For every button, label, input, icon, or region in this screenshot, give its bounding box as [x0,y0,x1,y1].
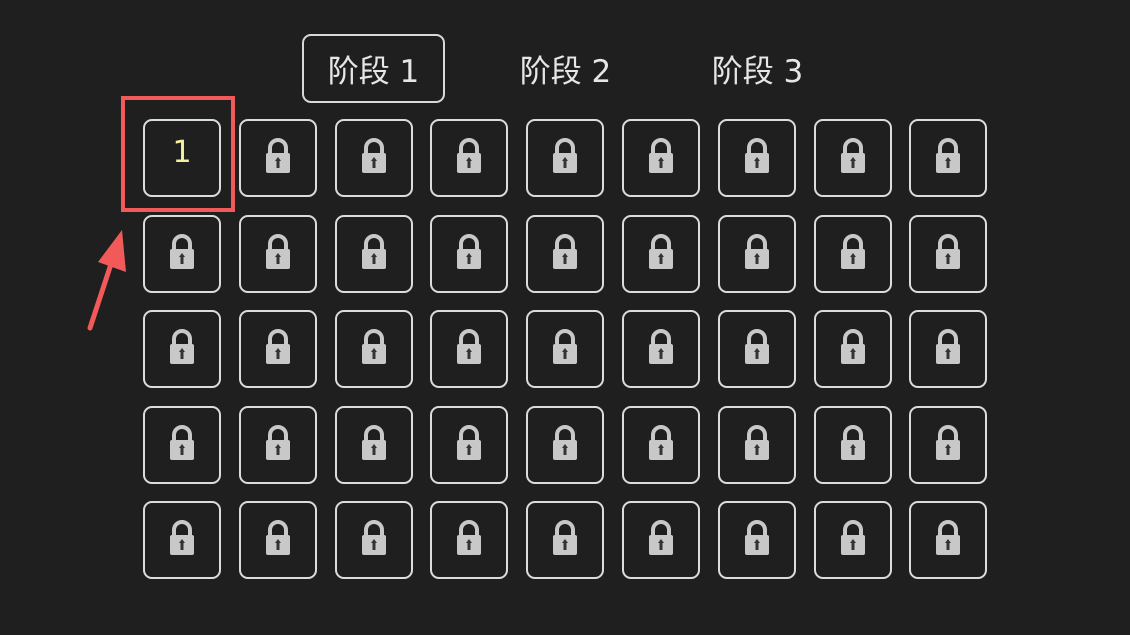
locked-level-button[interactable] [813,119,892,197]
lock-icon [454,424,484,466]
lock-icon [646,137,676,179]
annotation-highlight-box [121,96,235,212]
lock-icon [359,328,389,370]
locked-level-button[interactable] [526,501,605,579]
locked-level-button[interactable] [717,405,796,484]
lock-icon [263,137,293,179]
lock-icon [838,328,868,370]
lock-icon [646,233,676,275]
lock-icon [933,137,963,179]
tab-stage-1[interactable]: 阶段 1 [302,34,445,103]
locked-level-button[interactable] [526,405,605,484]
locked-level-button[interactable] [430,501,509,579]
locked-level-button[interactable] [334,310,413,388]
locked-level-button[interactable] [238,310,317,388]
lock-icon [167,233,197,275]
lock-icon [742,233,772,275]
lock-icon [933,519,963,561]
lock-icon [263,519,293,561]
locked-level-button[interactable] [909,501,988,579]
lock-icon [646,328,676,370]
lock-icon [167,328,197,370]
level-button[interactable]: 1 [143,119,221,197]
lock-icon [454,233,484,275]
lock-icon [359,137,389,179]
locked-level-button[interactable] [622,501,700,579]
locked-level-button[interactable] [238,214,317,293]
locked-level-button[interactable] [622,119,700,197]
lock-icon [454,137,484,179]
level-number: 1 [172,134,192,170]
locked-level-button[interactable] [622,310,700,388]
locked-level-button[interactable] [813,310,892,388]
lock-icon [550,328,580,370]
locked-level-button[interactable] [909,310,988,388]
locked-level-button[interactable] [717,214,796,293]
lock-icon [550,137,580,179]
lock-icon [742,137,772,179]
locked-level-button[interactable] [430,405,509,484]
lock-icon [359,233,389,275]
locked-level-button[interactable] [813,214,892,293]
locked-level-button[interactable] [334,119,413,197]
lock-icon [550,233,580,275]
lock-icon [742,328,772,370]
locked-level-button[interactable] [717,501,796,579]
locked-level-button[interactable] [238,119,317,197]
locked-level-button[interactable] [334,501,413,579]
lock-icon [838,137,868,179]
locked-level-button[interactable] [143,310,221,388]
locked-level-button[interactable] [909,214,988,293]
locked-level-button[interactable] [909,119,988,197]
lock-icon [838,424,868,466]
lock-icon [646,519,676,561]
locked-level-button[interactable] [143,214,221,293]
lock-icon [454,519,484,561]
lock-icon [742,424,772,466]
locked-level-button[interactable] [334,405,413,484]
locked-level-button[interactable] [909,405,988,484]
lock-icon [263,328,293,370]
locked-level-button[interactable] [238,405,317,484]
lock-icon [167,519,197,561]
locked-level-button[interactable] [717,119,796,197]
lock-icon [359,424,389,466]
lock-icon [742,519,772,561]
locked-level-button[interactable] [717,310,796,388]
lock-icon [933,233,963,275]
locked-level-button[interactable] [238,501,317,579]
lock-icon [263,233,293,275]
lock-icon [838,519,868,561]
locked-level-button[interactable] [622,214,700,293]
lock-icon [933,328,963,370]
tab-stage-2[interactable]: 阶段 2 [519,54,612,90]
locked-level-button[interactable] [430,119,509,197]
locked-level-button[interactable] [526,214,605,293]
locked-level-button[interactable] [430,310,509,388]
locked-level-button[interactable] [334,214,413,293]
annotation-arrow-icon [87,230,126,331]
lock-icon [167,424,197,466]
locked-level-button[interactable] [526,119,605,197]
locked-level-button[interactable] [143,501,221,579]
lock-icon [933,424,963,466]
locked-level-button[interactable] [526,310,605,388]
locked-level-button[interactable] [813,501,892,579]
locked-level-button[interactable] [622,405,700,484]
locked-level-button[interactable] [143,405,221,484]
lock-icon [646,424,676,466]
lock-icon [550,424,580,466]
lock-icon [263,424,293,466]
lock-icon [359,519,389,561]
lock-icon [454,328,484,370]
lock-icon [550,519,580,561]
locked-level-button[interactable] [430,214,509,293]
locked-level-button[interactable] [813,405,892,484]
tab-stage-3[interactable]: 阶段 3 [711,54,804,90]
lock-icon [838,233,868,275]
